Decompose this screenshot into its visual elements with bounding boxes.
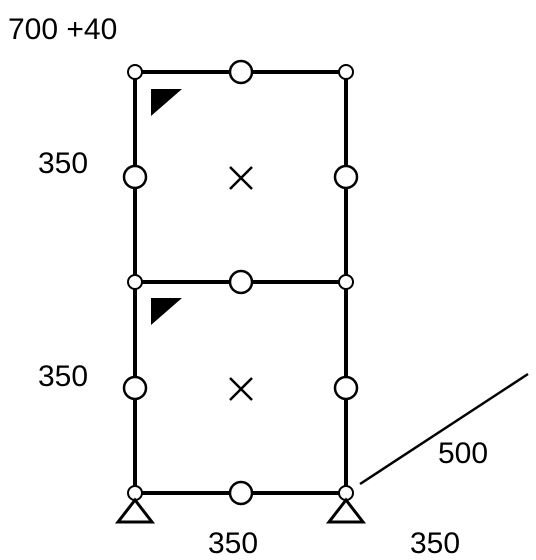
lower-corner-triangle-icon — [151, 298, 182, 325]
midpoint-markers — [122, 59, 359, 506]
left-pin-support-icon — [114, 497, 156, 524]
joint-top-right-icon — [338, 64, 354, 80]
joint-top-left-icon — [127, 64, 143, 80]
top-load-label: 700 +40 — [8, 13, 117, 46]
joint-mid-right-icon — [338, 274, 354, 290]
pin-supports — [114, 497, 367, 524]
right-lower-mid-circle-icon — [333, 375, 359, 401]
middle-beam-mid-circle-icon — [228, 269, 254, 295]
diagonal-member — [359, 372, 529, 486]
upper-panel-cross-icon — [229, 166, 253, 190]
upper-height-label: 350 — [38, 147, 88, 180]
right-pin-support-icon — [325, 497, 367, 524]
lower-panel-cross-icon — [229, 377, 253, 401]
lower-height-label: 350 — [38, 360, 88, 393]
diagonal-length-label: 500 — [438, 437, 488, 470]
top-beam-mid-circle-icon — [228, 59, 254, 85]
right-upper-mid-circle-icon — [333, 164, 359, 190]
bay-width-label: 350 — [208, 527, 258, 560]
left-lower-mid-circle-icon — [122, 375, 148, 401]
corner-markers — [151, 89, 182, 325]
upper-corner-triangle-icon — [151, 89, 182, 116]
bottom-beam-mid-circle-icon — [228, 480, 254, 506]
joint-mid-left-icon — [127, 274, 143, 290]
panel-center-markers — [229, 166, 253, 401]
left-upper-mid-circle-icon — [122, 164, 148, 190]
extension-width-label: 350 — [410, 527, 460, 560]
